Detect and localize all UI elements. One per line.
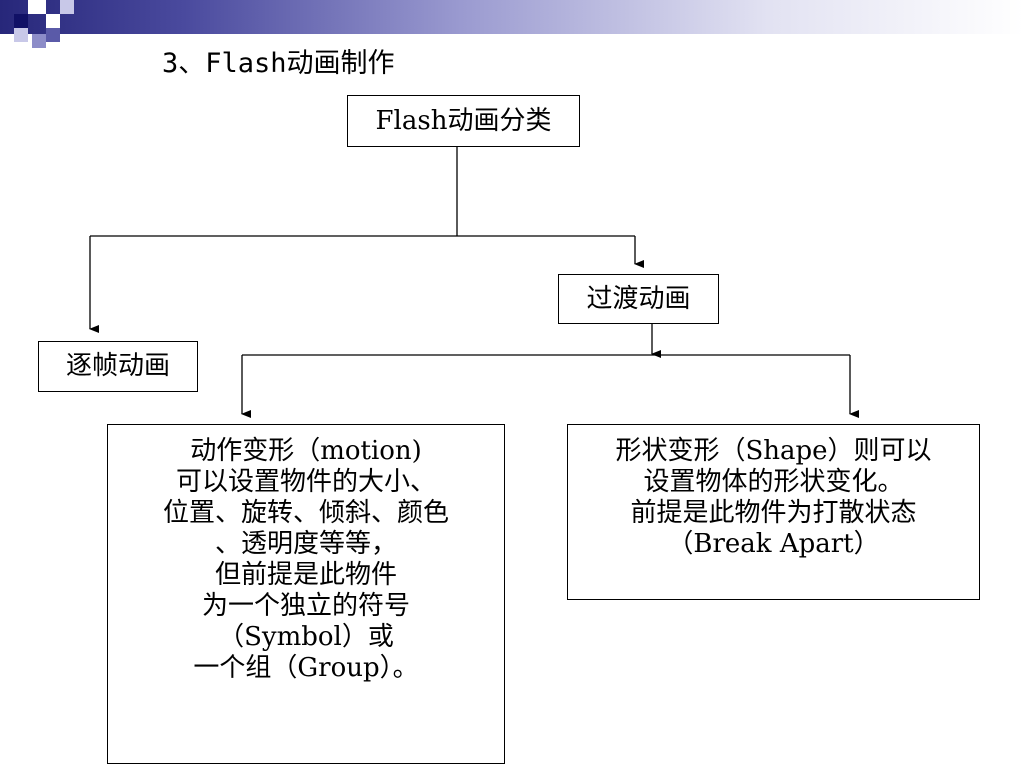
shape-text-line: 设置物体的形状变化。 xyxy=(643,467,904,497)
root-node: Flash动画分类 xyxy=(347,95,580,147)
frame-by-frame-node: 逐帧动画 xyxy=(38,341,198,392)
tween-animation-node: 过渡动画 xyxy=(558,274,719,324)
root-node-label: Flash动画分类 xyxy=(375,106,552,136)
shape-text-line: 形状变形（Shape）则可以 xyxy=(615,436,932,466)
slide-title: 3、Flash动画制作 xyxy=(162,48,395,79)
motion-text-line: 可以设置物件的大小、 xyxy=(175,467,436,497)
decor-square xyxy=(28,0,46,14)
shape-text-line: 前提是此物件为打散状态 xyxy=(630,498,917,528)
shape-text-line: （Break Apart） xyxy=(667,529,880,559)
decor-square xyxy=(14,28,28,42)
decor-square xyxy=(32,34,46,48)
decor-square xyxy=(60,0,74,14)
motion-text-line: 动作变形（motion) xyxy=(190,436,422,466)
motion-text-line: 一个组（Group）。 xyxy=(193,653,419,683)
shape-tween-node: 形状变形（Shape）则可以 设置物体的形状变化。 前提是此物件为打散状态 （B… xyxy=(567,424,980,600)
tween-animation-label: 过渡动画 xyxy=(586,284,691,314)
motion-text-line: （Symbol）或 xyxy=(218,622,394,652)
frame-by-frame-label: 逐帧动画 xyxy=(65,351,170,381)
motion-tween-node: 动作变形（motion) 可以设置物件的大小、 位置、旋转、倾斜、颜色 、透明度… xyxy=(107,424,505,764)
motion-text-line: 为一个独立的符号 xyxy=(201,591,410,621)
header-decoration-bar xyxy=(0,0,1024,34)
decor-square xyxy=(14,14,28,28)
motion-text-line: 位置、旋转、倾斜、颜色 xyxy=(162,498,449,528)
motion-text-line: 但前提是此物件 xyxy=(214,560,397,590)
decor-square xyxy=(46,14,60,28)
decor-square xyxy=(46,28,60,42)
motion-text-line: 、透明度等等， xyxy=(214,529,397,559)
